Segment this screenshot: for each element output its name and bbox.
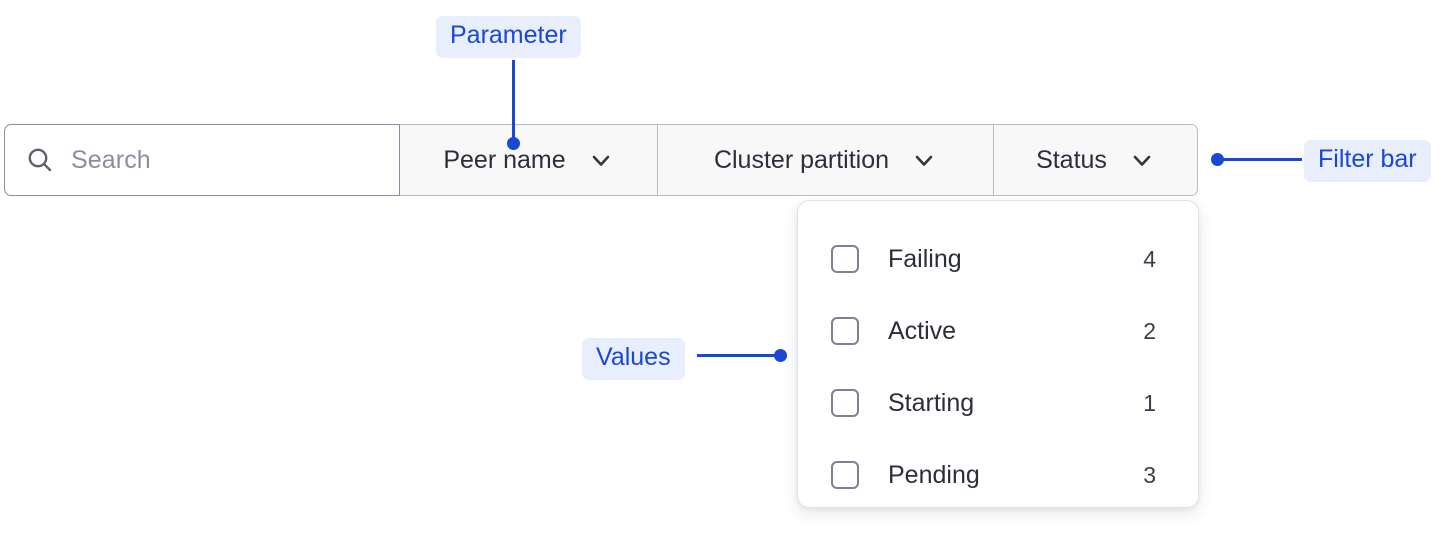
checkbox-pending[interactable] bbox=[831, 461, 859, 489]
list-item-count: 2 bbox=[1143, 317, 1156, 344]
annotation-connector-parameter bbox=[512, 60, 515, 143]
status-dropdown[interactable]: Status bbox=[994, 125, 1197, 195]
annotation-parameter: Parameter bbox=[436, 16, 581, 58]
peer-name-dropdown-label: Peer name bbox=[443, 145, 566, 174]
peer-name-dropdown[interactable]: Peer name bbox=[400, 125, 658, 195]
checkbox-active[interactable] bbox=[831, 317, 859, 345]
status-dropdown-panel: Failing 4 Active 2 Starting 1 Pending 3 bbox=[797, 200, 1199, 508]
annotation-dot-filter-bar bbox=[1211, 153, 1224, 166]
annotation-connector-filter-bar bbox=[1222, 158, 1302, 161]
search-field[interactable]: Search bbox=[4, 124, 400, 196]
list-item[interactable]: Failing 4 bbox=[798, 223, 1198, 295]
list-item-label: Failing bbox=[888, 244, 962, 273]
search-input[interactable]: Search bbox=[71, 145, 151, 174]
annotation-connector-values bbox=[697, 354, 777, 357]
list-item-count: 4 bbox=[1143, 245, 1156, 272]
list-item-label: Active bbox=[888, 316, 957, 345]
checkbox-failing[interactable] bbox=[831, 245, 859, 273]
cluster-partition-dropdown[interactable]: Cluster partition bbox=[658, 125, 994, 195]
annotation-dot-values bbox=[774, 349, 787, 362]
cluster-partition-dropdown-label: Cluster partition bbox=[713, 145, 890, 174]
chevron-down-icon bbox=[1129, 147, 1155, 173]
search-icon bbox=[25, 145, 55, 175]
list-item-count: 3 bbox=[1143, 461, 1156, 488]
list-item-count: 1 bbox=[1143, 389, 1156, 416]
annotation-filter-bar: Filter bar bbox=[1304, 140, 1431, 182]
list-item[interactable]: Active 2 bbox=[798, 295, 1198, 367]
list-item[interactable]: Pending 3 bbox=[798, 439, 1198, 511]
list-item-label: Pending bbox=[888, 460, 980, 489]
list-item-label: Starting bbox=[888, 388, 975, 417]
annotation-dot-parameter bbox=[507, 137, 520, 150]
checkbox-starting[interactable] bbox=[831, 389, 859, 417]
list-item[interactable]: Starting 1 bbox=[798, 367, 1198, 439]
chevron-down-icon bbox=[588, 147, 614, 173]
filter-bar: Search Peer name Cluster partition bbox=[4, 124, 1198, 196]
annotation-values: Values bbox=[582, 338, 685, 380]
status-dropdown-label: Status bbox=[1036, 145, 1107, 174]
chevron-down-icon bbox=[911, 147, 937, 173]
dropdown-group: Peer name Cluster partition Status bbox=[400, 124, 1198, 196]
